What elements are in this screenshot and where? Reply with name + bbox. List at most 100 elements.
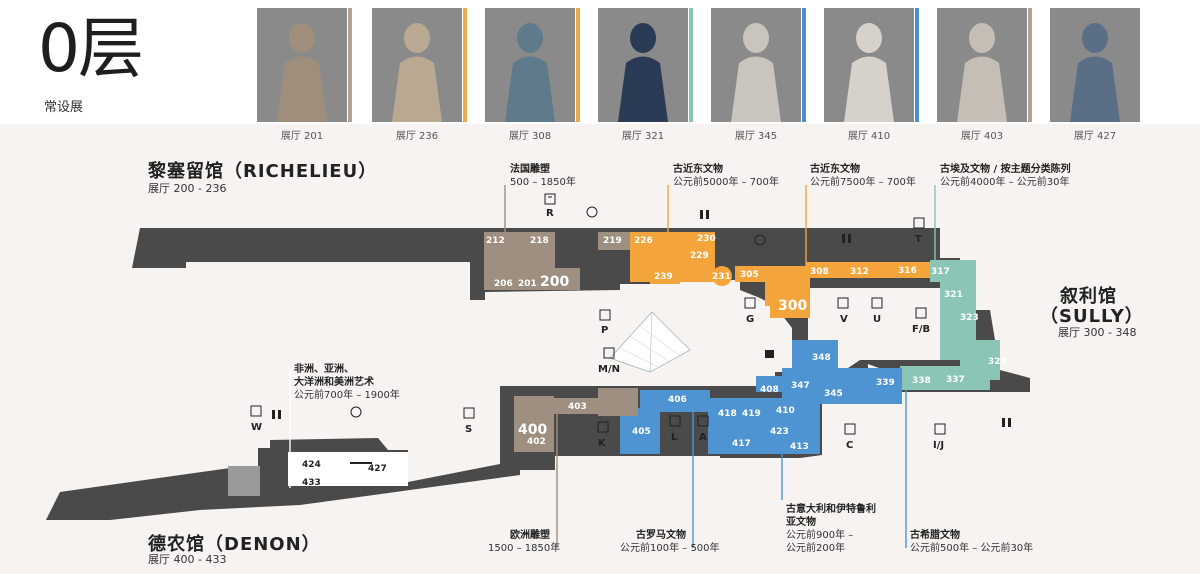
elevator-icon xyxy=(603,347,615,359)
thumbnail-caption: 展厅 321 xyxy=(621,131,665,142)
elevator-icon xyxy=(744,297,756,309)
room-label: 323 xyxy=(960,313,979,323)
room-label: 212 xyxy=(486,236,505,246)
room-label: 405 xyxy=(632,427,651,437)
mask-figure-icon xyxy=(1050,8,1140,122)
collection-title-2: 亚文物 xyxy=(786,517,816,528)
collection-dates: 500 – 1850年 xyxy=(510,177,576,188)
thumbnail-caption: 展厅 236 xyxy=(395,131,439,142)
elevator-icon xyxy=(669,415,681,427)
elevator-icon xyxy=(837,297,849,309)
elevator-icon xyxy=(597,421,609,433)
richelieu-corridor xyxy=(132,228,485,300)
denon-wing-range: 展厅 400 - 433 xyxy=(148,553,227,566)
gift-shop-icon xyxy=(765,350,774,358)
sculpture-crucifix-icon xyxy=(257,8,347,122)
service-labels: R P G V U T F/B M/N S K L A C I/J W xyxy=(251,208,944,451)
room-label: 218 xyxy=(530,236,549,246)
service-label: P xyxy=(601,325,608,336)
room-label: 312 xyxy=(850,267,869,277)
room-label: 305 xyxy=(740,270,759,280)
room-label: 339 xyxy=(876,378,895,388)
room-label: 348 xyxy=(812,353,831,363)
floor-subtitle: 常设展 xyxy=(44,100,84,115)
thumbnail-caption: 展厅 427 xyxy=(1073,131,1117,142)
room-label: 408 xyxy=(760,385,779,395)
room-label: 308 xyxy=(810,267,829,277)
elevator-icon xyxy=(697,415,709,427)
sully-wing-title: 叙利馆 xyxy=(1060,286,1117,307)
cafe-icon xyxy=(586,206,598,218)
denon-corridor xyxy=(46,438,520,520)
collection-title: 非洲、亚洲、 xyxy=(294,364,354,375)
floor-title: 0层 xyxy=(38,10,144,87)
collection-dates: 公元前100年 – 500年 xyxy=(620,543,720,554)
sully-wing-range: 展厅 300 - 348 xyxy=(1058,326,1137,339)
cafe-icons xyxy=(350,206,766,418)
room-label: 219 xyxy=(603,236,622,246)
service-label: G xyxy=(746,314,754,325)
service-label: K xyxy=(598,438,607,449)
denon-sculpture-rooms xyxy=(514,388,638,452)
collection-title: 法国雕塑 xyxy=(510,164,550,175)
thumbnail-caption: 展厅 410 xyxy=(847,131,891,142)
collection-dates: 公元前900年 – xyxy=(786,530,854,541)
thumbnail-caption: 展厅 201 xyxy=(280,131,324,142)
room-label: 321 xyxy=(944,290,963,300)
room-label: 417 xyxy=(732,439,751,449)
room-label: 410 xyxy=(776,406,795,416)
cafe-icon xyxy=(754,234,766,246)
thumbnail-color-bar xyxy=(1141,8,1145,122)
service-label: T xyxy=(915,234,922,245)
thumbnail-caption: 展厅 345 xyxy=(734,131,778,142)
richelieu-rooms xyxy=(484,232,630,290)
room-label: 226 xyxy=(634,236,653,246)
elevator-icon xyxy=(544,193,556,205)
room-label: 347 xyxy=(791,381,810,391)
service-label: V xyxy=(840,314,848,325)
elevator-icons xyxy=(250,193,946,435)
thumbnail-color-bar xyxy=(348,8,352,122)
room-label: 418 xyxy=(718,409,737,419)
room-label: 231 xyxy=(712,272,731,282)
cafe-icon xyxy=(350,406,362,418)
relief-archer-icon xyxy=(485,8,575,122)
thumbnail-color-bar xyxy=(802,8,806,122)
service-label: C xyxy=(846,440,853,451)
room-label: 200 xyxy=(540,274,569,290)
pyramid-icon xyxy=(609,311,691,373)
room-label: 229 xyxy=(690,251,709,261)
collection-dates: 公元前700年 – 1900年 xyxy=(294,390,400,401)
slave-statue-icon xyxy=(937,8,1027,122)
service-label: M/N xyxy=(598,364,620,375)
room-label: 317 xyxy=(931,267,950,277)
room-label: 230 xyxy=(697,234,716,244)
leader-lines xyxy=(289,185,936,548)
collection-title: 欧洲雕塑 xyxy=(510,530,550,541)
collection-title-2: 大洋洲和美洲艺术 xyxy=(294,377,374,388)
venus-statue-icon xyxy=(711,8,801,122)
collection-dates-2: 公元前200年 xyxy=(786,543,846,554)
room-label: 337 xyxy=(946,375,965,385)
elevator-icon xyxy=(913,217,925,229)
room-label: 413 xyxy=(790,442,809,452)
room-label: 206 xyxy=(494,279,513,289)
room-labels-dark: 424 433 427 xyxy=(302,460,387,488)
room-label: 402 xyxy=(527,437,546,447)
sully-wing-title-en: （SULLY） xyxy=(1040,306,1144,327)
room-label: 338 xyxy=(912,376,931,386)
thumbnail-color-bar xyxy=(689,8,693,122)
egypt-rooms xyxy=(900,260,1000,390)
near-east-rooms xyxy=(630,232,936,318)
service-label: R xyxy=(546,208,554,219)
service-label: U xyxy=(873,314,881,325)
collection-title: 古意大利和伊特鲁利 xyxy=(786,504,876,515)
restroom-icon xyxy=(842,234,851,243)
thumbnail-color-bar xyxy=(576,8,580,122)
thumbnail-color-bar xyxy=(463,8,467,122)
egyptian-coffin-icon xyxy=(598,8,688,122)
thumbnail-caption: 展厅 308 xyxy=(508,131,552,142)
room-label: 419 xyxy=(742,409,761,419)
collection-dates: 公元前500年 – 公元前30年 xyxy=(910,543,1034,554)
